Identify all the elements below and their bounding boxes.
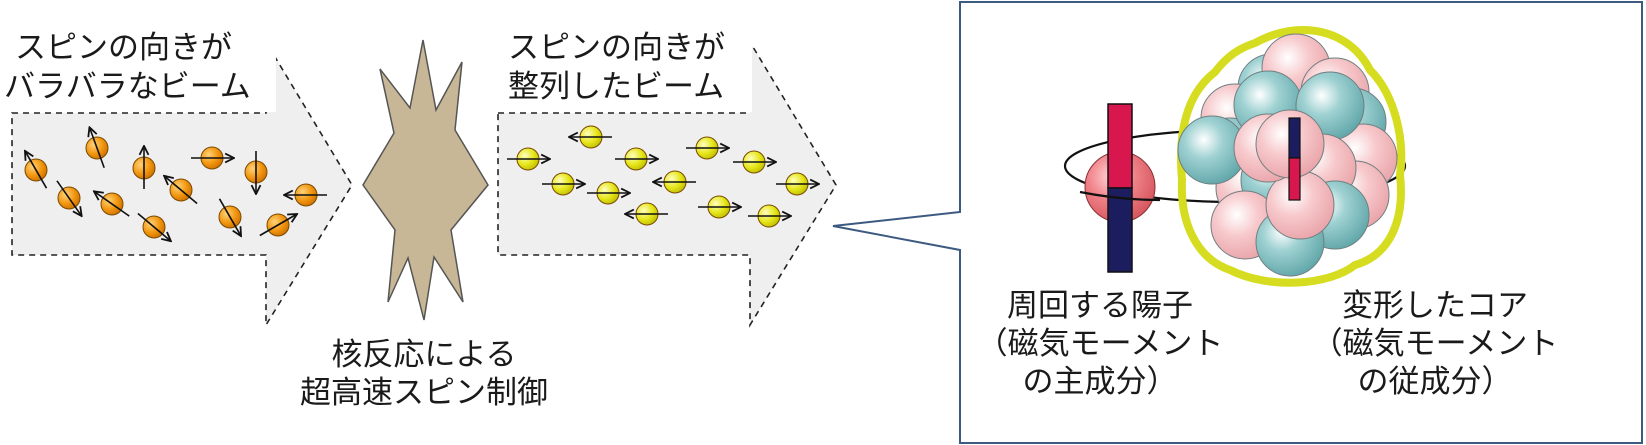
core-nucleons [1177,33,1398,277]
core-label-line3: の従成分） [1357,364,1513,400]
spin-particle-icon [615,147,657,171]
spin-particle-icon [132,147,156,189]
proton-label-line2: （磁気モーメント [976,326,1224,362]
spin-particle-icon [137,212,170,241]
core-magnet-icon [1288,117,1301,201]
aligned-spin-particles [507,125,818,228]
core-label-line2: （磁気モーメント [1311,326,1559,362]
reaction-label-line1: 核反応による [331,337,517,373]
spin-particle-icon [25,152,48,189]
spin-particle-icon [570,125,612,149]
spin-particle-icon [95,192,130,217]
spin-particle-icon [507,147,549,171]
spin-particle-icon [191,146,233,170]
spin-particle-icon [748,204,790,228]
spin-particle-icon [85,128,109,169]
spin-particle-icon [165,177,198,205]
deformed-core-outline [1176,26,1406,287]
core-label-line1: 変形したコア [1342,288,1528,324]
beam-random-title-bg [0,20,276,112]
beam-aligned-title-bg [490,20,752,112]
spin-particle-icon [686,136,728,160]
beam-aligned-title-line2: 整列したビーム [508,69,725,105]
spin-particle-icon [285,183,327,207]
beam-random-title-line2: バラバラなビーム [4,69,251,105]
beam-aligned-title-line1: スピンの向きが [508,30,725,66]
spin-particle-icon [244,151,268,193]
spin-particle-icon [654,170,696,194]
spin-particle-icon [587,181,629,205]
spin-particle-icon [259,214,296,237]
beam-random-title-line1: スピンの向きが [15,30,232,66]
reaction-label-line2: 超高速スピン制御 [300,375,548,411]
spin-particle-icon [542,172,584,196]
burst-icon [362,39,489,321]
spin-particle-icon [733,150,775,174]
spin-particle-icon [56,180,81,215]
spin-particle-icon [218,198,241,235]
spin-particle-icon [626,202,668,226]
proton-label-line3: の主成分） [1022,364,1178,400]
spin-particle-icon [698,195,740,219]
proton-magnet-icon [1107,103,1133,273]
proton-label-line1: 周回する陽子 [1007,288,1193,324]
random-spin-particles [25,128,327,240]
spin-particle-icon [776,172,818,196]
